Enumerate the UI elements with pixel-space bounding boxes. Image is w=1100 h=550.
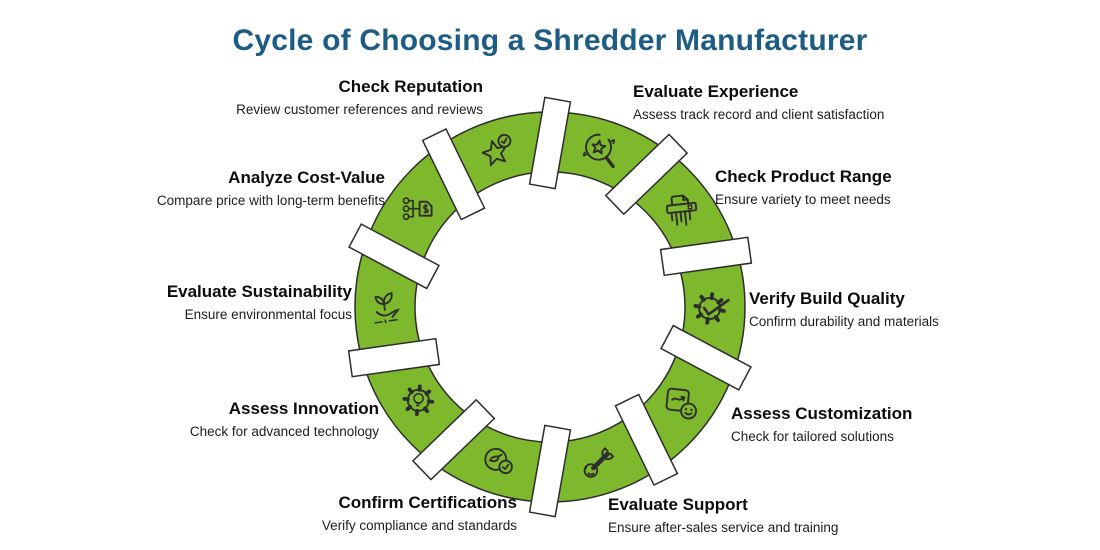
- step-title: Verify Build Quality: [749, 289, 905, 308]
- segment-divider: [528, 96, 572, 190]
- step-desc: Assess track record and client satisfact…: [633, 107, 885, 122]
- step-title: Evaluate Sustainability: [166, 282, 352, 301]
- step-title: Assess Customization: [731, 404, 913, 423]
- step-desc: Ensure variety to meet needs: [715, 192, 891, 207]
- step-title: Confirm Certifications: [338, 493, 517, 512]
- segment-divider: [421, 128, 486, 221]
- step-title: Evaluate Support: [608, 495, 748, 514]
- segment-divider: [614, 393, 679, 486]
- segment-divider: [348, 223, 440, 290]
- page-title: Cycle of Choosing a Shredder Manufacture…: [232, 24, 868, 57]
- step-desc: Check for advanced technology: [189, 424, 379, 439]
- step-title: Analyze Cost-Value: [228, 168, 385, 187]
- segment-dividers: [347, 96, 753, 518]
- step-title: Evaluate Experience: [633, 82, 799, 101]
- step-label-verify-build-quality: Verify Build Quality Confirm durability …: [749, 289, 939, 330]
- segment-divider: [660, 324, 752, 391]
- step-label-evaluate-support: Evaluate Support Ensure after-sales serv…: [608, 495, 838, 536]
- step-label-assess-innovation: Assess Innovation Check for advanced tec…: [190, 399, 379, 440]
- step-title: Check Product Range: [715, 167, 892, 186]
- segment-divider: [347, 337, 441, 378]
- step-desc: Ensure environmental focus: [184, 307, 352, 322]
- step-label-analyze-cost-value: Analyze Cost-Value Compare price with lo…: [157, 168, 385, 209]
- step-label-confirm-certifications: Confirm Certifications Verify compliance…: [322, 493, 517, 534]
- step-title: Check Reputation: [338, 77, 483, 96]
- step-label-check-product-range: Check Product Range Ensure variety to me…: [715, 167, 892, 208]
- step-label-evaluate-sustainability: Evaluate Sustainability Ensure environme…: [167, 282, 352, 323]
- step-desc: Verify compliance and standards: [321, 518, 517, 533]
- step-desc: Check for tailored solutions: [731, 429, 894, 444]
- step-title: Assess Innovation: [228, 399, 379, 418]
- step-desc: Ensure after-sales service and training: [608, 520, 839, 535]
- segment-divider: [528, 424, 572, 518]
- step-desc: Confirm durability and materials: [749, 314, 939, 329]
- segment-divider: [411, 398, 496, 481]
- step-desc: Compare price with long-term benefits: [156, 193, 385, 208]
- segment-divider: [604, 133, 689, 216]
- step-desc: Review customer references and reviews: [236, 102, 483, 117]
- step-label-evaluate-experience: Evaluate Experience Assess track record …: [633, 82, 884, 123]
- step-label-check-reputation: Check Reputation Review customer referen…: [236, 77, 483, 118]
- segment-divider: [659, 236, 753, 277]
- step-label-assess-customization: Assess Customization Check for tailored …: [731, 404, 912, 445]
